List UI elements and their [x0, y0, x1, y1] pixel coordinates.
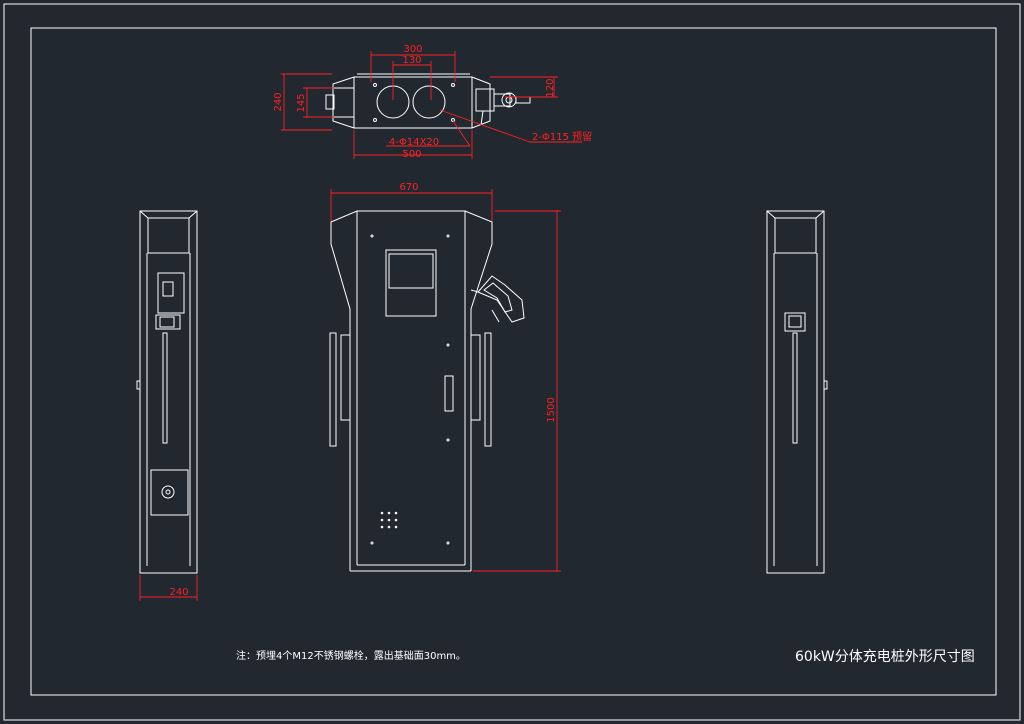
- display-screen: [385, 249, 437, 317]
- dim-500: 500: [402, 149, 421, 160]
- left-cable-hook: [329, 332, 350, 447]
- dim-145: 145: [296, 93, 307, 112]
- charging-gun: [470, 275, 525, 323]
- front-view: [329, 210, 525, 572]
- dim-130: 130: [402, 55, 421, 66]
- side-dimension: 240: [139, 575, 198, 601]
- cable-opening-right: [412, 85, 446, 119]
- dim-240-side: 240: [169, 587, 188, 598]
- right-cable-hook: [471, 332, 492, 447]
- outer-frame: [3, 3, 1021, 721]
- left-side-view: [136, 210, 198, 574]
- dim-1500: 1500: [546, 397, 557, 422]
- dim-240-top: 240: [273, 92, 284, 111]
- vent-holes: [380, 511, 398, 529]
- dim-holes: 4-Φ14X20: [389, 137, 439, 148]
- top-view-dimensions: 300 130 240 145 120 500 4-Φ14X20 2-Φ115 …: [273, 44, 592, 160]
- front-dimensions: 670 1500: [330, 182, 561, 572]
- dim-670: 670: [399, 182, 418, 193]
- door-handle: [444, 375, 454, 412]
- drawing-note: 注：预埋4个M12不锈钢螺栓，露出基础面30mm。: [236, 649, 466, 662]
- dim-openings: 2-Φ115 预留: [532, 130, 592, 143]
- right-side-view: [766, 210, 828, 574]
- top-view: [325, 73, 531, 129]
- dim-120: 120: [545, 78, 556, 97]
- dim-300: 300: [403, 44, 422, 55]
- drawing-title: 60kW分体充电桩外形尺寸图: [795, 648, 975, 665]
- inner-frame: [30, 27, 997, 696]
